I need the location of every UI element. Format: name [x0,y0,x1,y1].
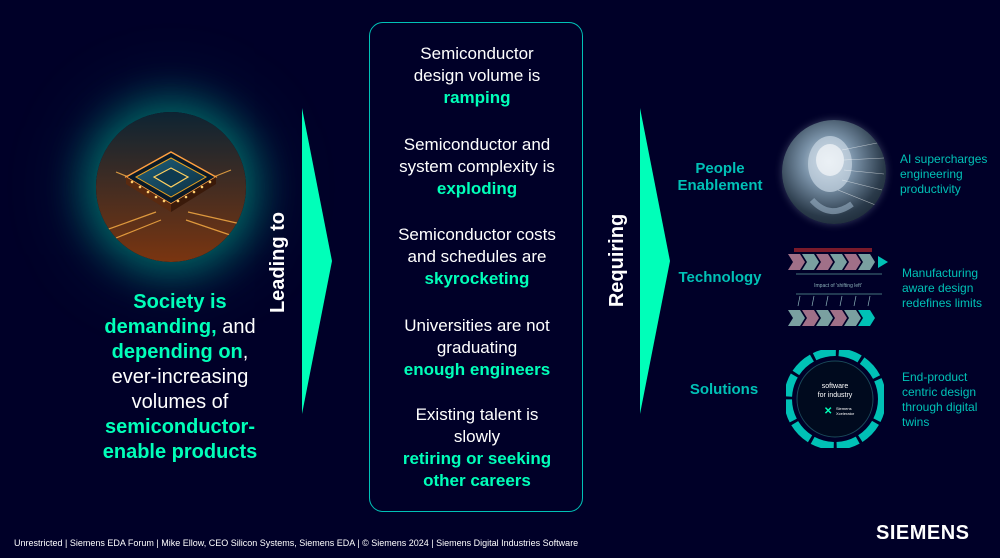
society-line3-accent: depending on [111,341,243,363]
society-line6: semiconductor- [104,416,256,438]
wheel-text-line1: software [822,383,849,390]
challenge-accent: skyrocketing [424,269,530,288]
challenge-universities: Universities are not graduating enough e… [370,315,584,381]
technology-desc: Manufacturing aware design redefines lim… [902,266,997,311]
challenge-text: Universities are not graduating [404,316,550,357]
desc-line: AI supercharges [900,152,988,166]
xcelerator-wheel: software for industry ✕ Siemens Xcelerat… [784,348,886,450]
req-label-line: Technology [678,269,762,286]
challenge-design-volume: Semiconductor design volume is ramping [370,43,584,109]
technology-label: Technology [676,269,764,286]
challenge-complexity: Semiconductor and system complexity is e… [370,134,584,200]
footer-text: Unrestricted | Siemens EDA Forum | Mike … [14,538,579,548]
wheel-brand-line2: Xcelerator [836,411,855,416]
society-line7: enable products [102,441,258,463]
desc-line: Manufacturing [902,266,979,280]
desc-line: through digital [902,400,978,414]
semiconductor-chip-image [96,112,246,262]
shift-left-caption: Impact of 'shifting left' [814,283,862,289]
challenge-text: Existing talent is slowly [415,405,539,446]
challenge-text: Semiconductor costs and schedules are [398,225,556,266]
requiring-label: Requiring [606,213,629,307]
ai-head-image [782,120,886,224]
req-label-line: Enablement [677,177,763,194]
society-statement: Society is demanding, and depending on, … [60,290,300,465]
siemens-logo: SIEMENS [876,522,970,544]
desc-line: redefines limits [902,296,983,310]
shift-left-diagram: Impact of 'shifting left' [786,246,890,330]
wheel-text-line2: for industry [818,392,853,399]
leading-to-arrow [302,108,332,414]
society-line5: volumes of [131,391,229,413]
challenge-text: Semiconductor design volume is [413,44,541,85]
challenge-accent: retiring or seeking other careers [402,449,552,490]
challenge-talent: Existing talent is slowly retiring or se… [370,404,584,492]
leading-to-label: Leading to [267,211,290,313]
society-line1: Society is [133,291,227,313]
challenge-accent: ramping [443,88,511,107]
society-line2-accent: demanding, [104,316,217,338]
society-line2: and [216,316,256,338]
wheel-brand-line1: Siemens [836,406,852,411]
desc-line: productivity [900,182,961,196]
challenge-accent: enough engineers [403,360,551,379]
challenges-box: Semiconductor design volume is ramping S… [369,22,583,512]
desc-line: engineering [900,167,963,181]
challenge-accent: exploding [436,179,518,198]
desc-line: twins [902,415,930,429]
req-label-line: Solutions [689,381,759,398]
requiring-arrow [640,108,670,414]
desc-line: End-product [902,370,968,384]
solutions-desc: End-product centric design through digit… [902,370,997,430]
people-enablement-label: People Enablement [676,160,764,194]
solutions-label: Solutions [676,381,772,398]
desc-line: centric design [902,385,977,399]
society-line3: , [242,341,249,363]
desc-line: aware design [902,281,974,295]
svg-text:✕: ✕ [824,406,832,417]
people-enablement-desc: AI supercharges engineering productivity [900,152,995,197]
req-label-line: People [695,160,745,177]
challenge-costs: Semiconductor costs and schedules are sk… [370,224,584,290]
society-line4: ever-increasing [111,366,249,388]
challenge-text: Semiconductor and system complexity is [399,135,555,176]
